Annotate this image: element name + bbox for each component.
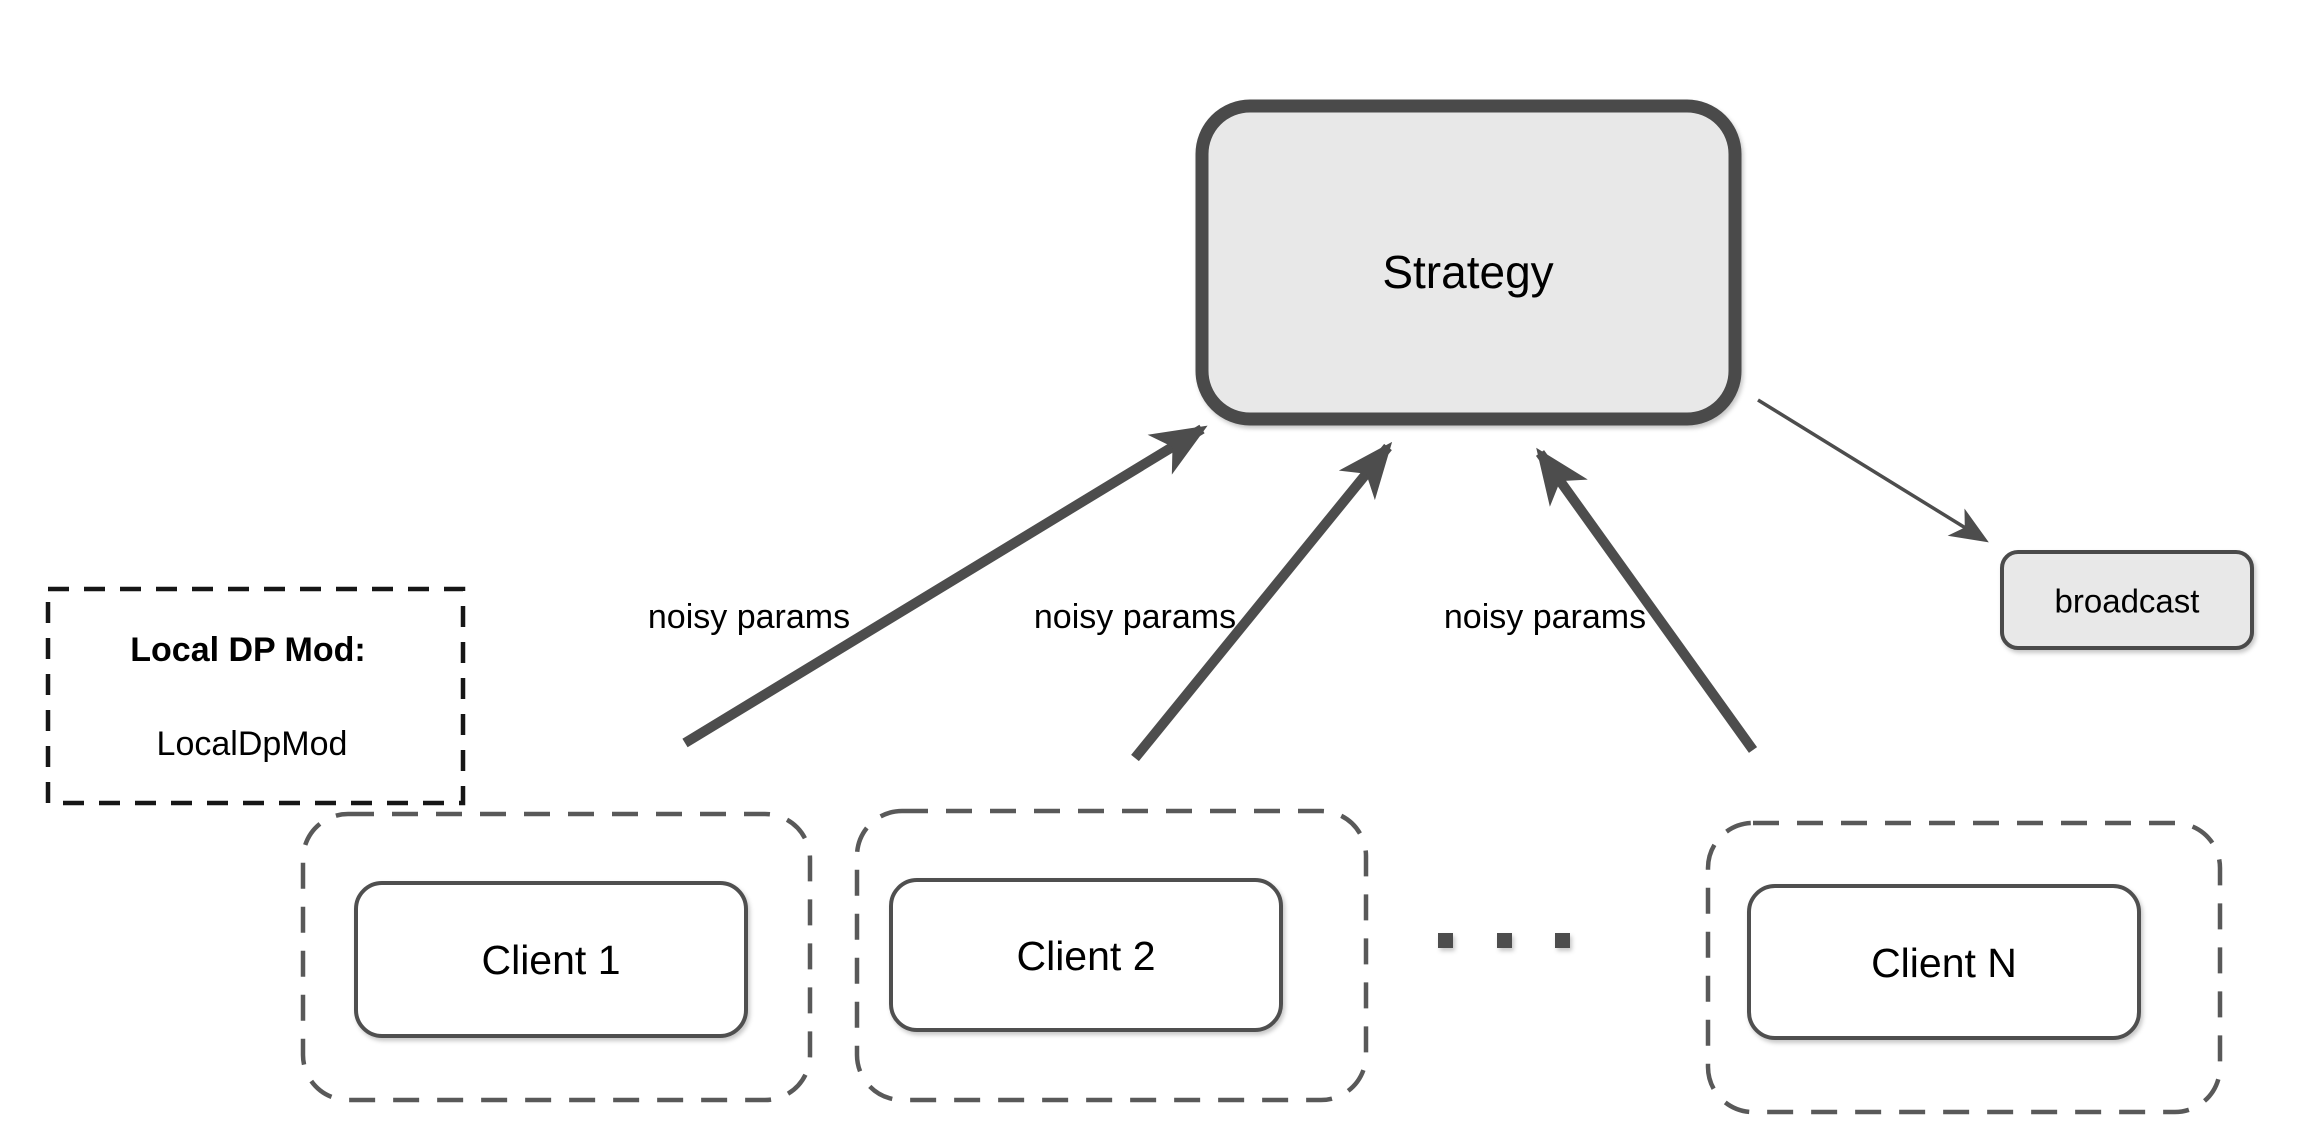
client2-box (889, 878, 1283, 1032)
client2-node: Client 2 (854, 808, 1369, 1103)
ellipsis-dot-3 (1555, 933, 1570, 948)
clientN-node: Client N (1705, 820, 2223, 1115)
client2-container (854, 808, 1369, 1103)
local-dp-mod-note: Local DP Mod: LocalDpMod (45, 586, 466, 806)
client1-box (354, 881, 748, 1038)
edge-client1-to-strategy (682, 424, 1208, 748)
client1-container (300, 811, 813, 1103)
edges: noisy params noisy params noisy params (648, 398, 1989, 762)
broadcast-label: broadcast (2055, 583, 2200, 620)
strategy-node: Strategy (1195, 99, 1742, 426)
strategy-box (1195, 99, 1742, 426)
ellipsis-dots (1438, 933, 1570, 948)
broadcast-node: broadcast (2000, 550, 2254, 650)
edge-clientN-to-strategy (1535, 447, 1758, 753)
clientN-label: Client N (1871, 940, 2017, 986)
edge-label-noisy-params-2: noisy params (1034, 598, 1236, 636)
local-dp-mod-value: LocalDpMod (157, 725, 348, 763)
edge-label-noisy-params-3: noisy params (1444, 598, 1646, 636)
edge-client2-to-strategy (1131, 441, 1393, 762)
local-dp-mod-box (45, 586, 466, 806)
clientN-container (1705, 820, 2223, 1115)
ellipsis-dot-1 (1438, 933, 1453, 948)
clientN-box (1747, 884, 2141, 1040)
local-dp-mod-title: Local DP Mod: (130, 631, 366, 669)
client1-node: Client 1 (300, 811, 813, 1103)
client2-label: Client 2 (1016, 933, 1155, 979)
broadcast-box (2000, 550, 2254, 650)
strategy-label: Strategy (1382, 246, 1553, 298)
client1-label: Client 1 (481, 937, 620, 983)
ellipsis-dot-2 (1497, 933, 1512, 948)
edge-label-noisy-params-1: noisy params (648, 598, 850, 636)
edge-strategy-to-broadcast (1757, 398, 1989, 543)
